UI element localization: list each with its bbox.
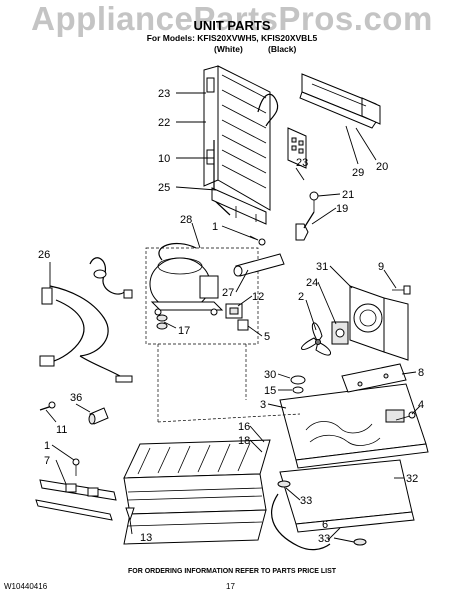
- callout-label: 18: [238, 435, 250, 447]
- clip-part-11: [39, 401, 56, 411]
- callout-label: 1: [212, 221, 218, 233]
- watermark: AppliancePartsPros.com: [31, 0, 433, 37]
- nut-part-15: [292, 386, 304, 394]
- pad-part-33a: [277, 480, 291, 488]
- callout-label: 5: [264, 331, 270, 343]
- callout-label: 25: [158, 182, 170, 194]
- guide-line: [157, 413, 301, 423]
- fan-blade-part: [301, 322, 331, 356]
- callout-label: 33: [318, 533, 330, 545]
- callout-label: 28: [180, 214, 192, 226]
- drain-pan-part: [279, 459, 415, 533]
- callout-label: 23: [158, 88, 170, 100]
- callout-label: 2: [298, 291, 304, 303]
- bracket-part: [211, 187, 267, 225]
- callout-label: 9: [378, 261, 384, 273]
- callout-label: 24: [306, 277, 318, 289]
- screw-part-4: [395, 411, 416, 421]
- leader-lines: [45, 92, 421, 543]
- callout-label: 26: [38, 249, 50, 261]
- callout-label: 22: [158, 117, 170, 129]
- callout-label: 10: [158, 153, 170, 165]
- wiring-harness-part: [39, 257, 133, 383]
- callout-label: 11: [56, 424, 67, 436]
- ordering-note: FOR ORDERING INFORMATION REFER TO PARTS …: [127, 568, 337, 575]
- compressor-part: [149, 242, 224, 316]
- callout-label: 12: [252, 291, 264, 303]
- callout-label: 21: [342, 189, 354, 201]
- condenser-part: [203, 65, 271, 211]
- page-number: 17: [226, 582, 235, 591]
- white-label: (White): [214, 44, 243, 54]
- air-duct-part: [299, 73, 381, 129]
- black-label: (Black): [268, 44, 297, 54]
- screw-part-13: [125, 507, 135, 522]
- diagram-title: UNIT PARTS: [193, 18, 271, 33]
- callout-label: 29: [352, 167, 364, 179]
- bracket-part-8: [341, 363, 407, 393]
- callout-label: 7: [44, 455, 50, 467]
- callout-label: 30: [264, 369, 276, 381]
- capacitor-part-36: [88, 407, 109, 425]
- relay-part: [225, 303, 243, 319]
- tube-part-6: [271, 493, 331, 551]
- callout-label: 13: [140, 532, 152, 544]
- fan-motor-part: [331, 321, 349, 345]
- screw-part-9: [392, 285, 411, 295]
- callout-label: 31: [316, 261, 328, 273]
- callout-label: 17: [178, 325, 190, 337]
- callout-label: 3: [260, 399, 266, 411]
- callout-label: 6: [322, 519, 328, 531]
- models-line: For Models: KFIS20XVWH5, KFIS20XVBL5: [146, 33, 318, 43]
- callout-label: 1: [44, 440, 50, 452]
- callout-label: 4: [418, 399, 424, 411]
- callout-label: 15: [264, 385, 276, 397]
- compressor-group-outline: [145, 247, 259, 345]
- terminal-block-part: [287, 127, 307, 169]
- document-number: W10440416: [4, 582, 48, 591]
- mounting-bracket-part: [35, 458, 117, 521]
- grommet-part: [156, 314, 168, 330]
- callout-label: 27: [222, 287, 234, 299]
- pad-part-33b: [353, 538, 367, 546]
- condenser-coil-part: [123, 439, 271, 545]
- callout-label: 20: [376, 161, 388, 173]
- callout-label: 16: [238, 421, 250, 433]
- callout-label: 19: [336, 203, 348, 215]
- callout-label: 8: [418, 367, 424, 379]
- screw-part-21: [309, 191, 319, 212]
- overload-part: [237, 319, 249, 331]
- capacitor-part: [233, 253, 285, 277]
- callout-label: 23: [296, 157, 308, 169]
- callout-label: 32: [406, 473, 418, 485]
- callout-label: 33: [300, 495, 312, 507]
- clip-part-19: [295, 211, 315, 241]
- callout-label: 36: [70, 392, 82, 404]
- fan-shroud-part: [349, 285, 409, 361]
- grommet-part-30: [290, 375, 306, 385]
- base-tray-part: [279, 383, 429, 469]
